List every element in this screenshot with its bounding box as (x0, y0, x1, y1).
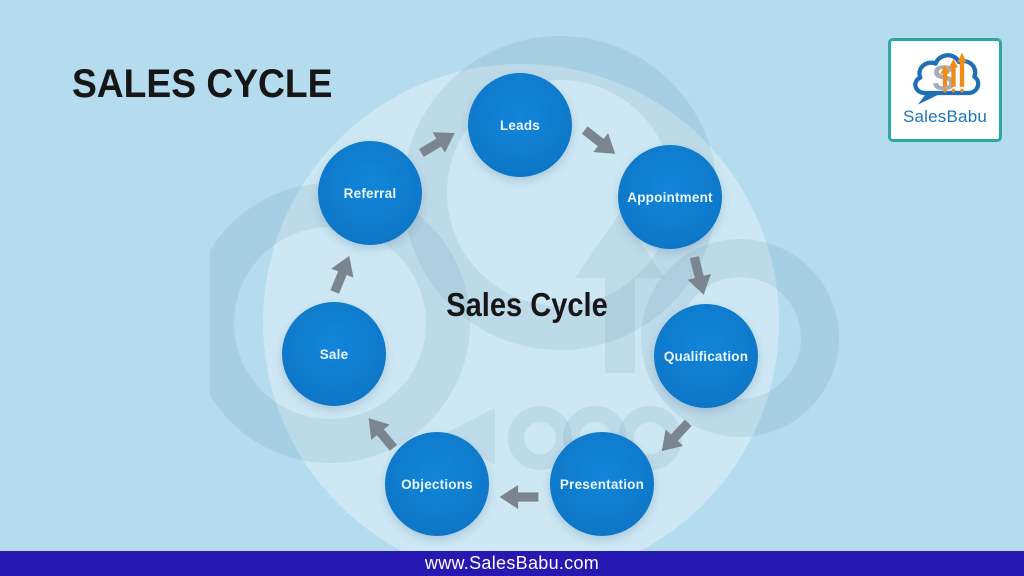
arrow-sale-to-referral-icon (323, 251, 360, 297)
cycle-node-leads: Leads (468, 73, 572, 177)
salesbabu-logo: S SalesBabu (888, 38, 1002, 142)
cycle-center-label: Sales Cycle (446, 286, 608, 323)
node-label: Presentation (559, 476, 645, 492)
arrow-presentation-to-objections-icon (499, 485, 539, 509)
cycle-node-qualification: Qualification (654, 304, 758, 408)
cycle-node-sale: Sale (282, 302, 386, 406)
node-label: Referral (343, 185, 397, 201)
cycle-node-referral: Referral (318, 141, 422, 245)
node-label: Appointment (627, 189, 713, 205)
cycle-node-presentation: Presentation (550, 432, 654, 536)
arrow-referral-to-leads-icon (415, 122, 462, 163)
footer-bar: www.SalesBabu.com (0, 551, 1024, 576)
salesbabu-cloud-icon: S (913, 52, 981, 105)
node-label: Sale (319, 346, 349, 362)
node-label: Objections (401, 476, 473, 492)
cycle-node-appointment: Appointment (618, 145, 722, 249)
arrow-leads-to-appointment-icon (577, 120, 623, 164)
cycle-node-objections: Objections (385, 432, 489, 536)
salesbabu-logo-text: SalesBabu (902, 107, 988, 126)
arrow-appointment-to-qualification-icon (683, 254, 716, 299)
footer-url: www.SalesBabu.com (424, 553, 600, 573)
slide-title: SALES CYCLE (72, 62, 333, 106)
arrow-qualification-to-presentation-icon (653, 414, 698, 460)
node-label: Leads (499, 117, 541, 133)
arrow-objections-to-sale-icon (359, 410, 403, 456)
node-label: Qualification (663, 348, 749, 364)
